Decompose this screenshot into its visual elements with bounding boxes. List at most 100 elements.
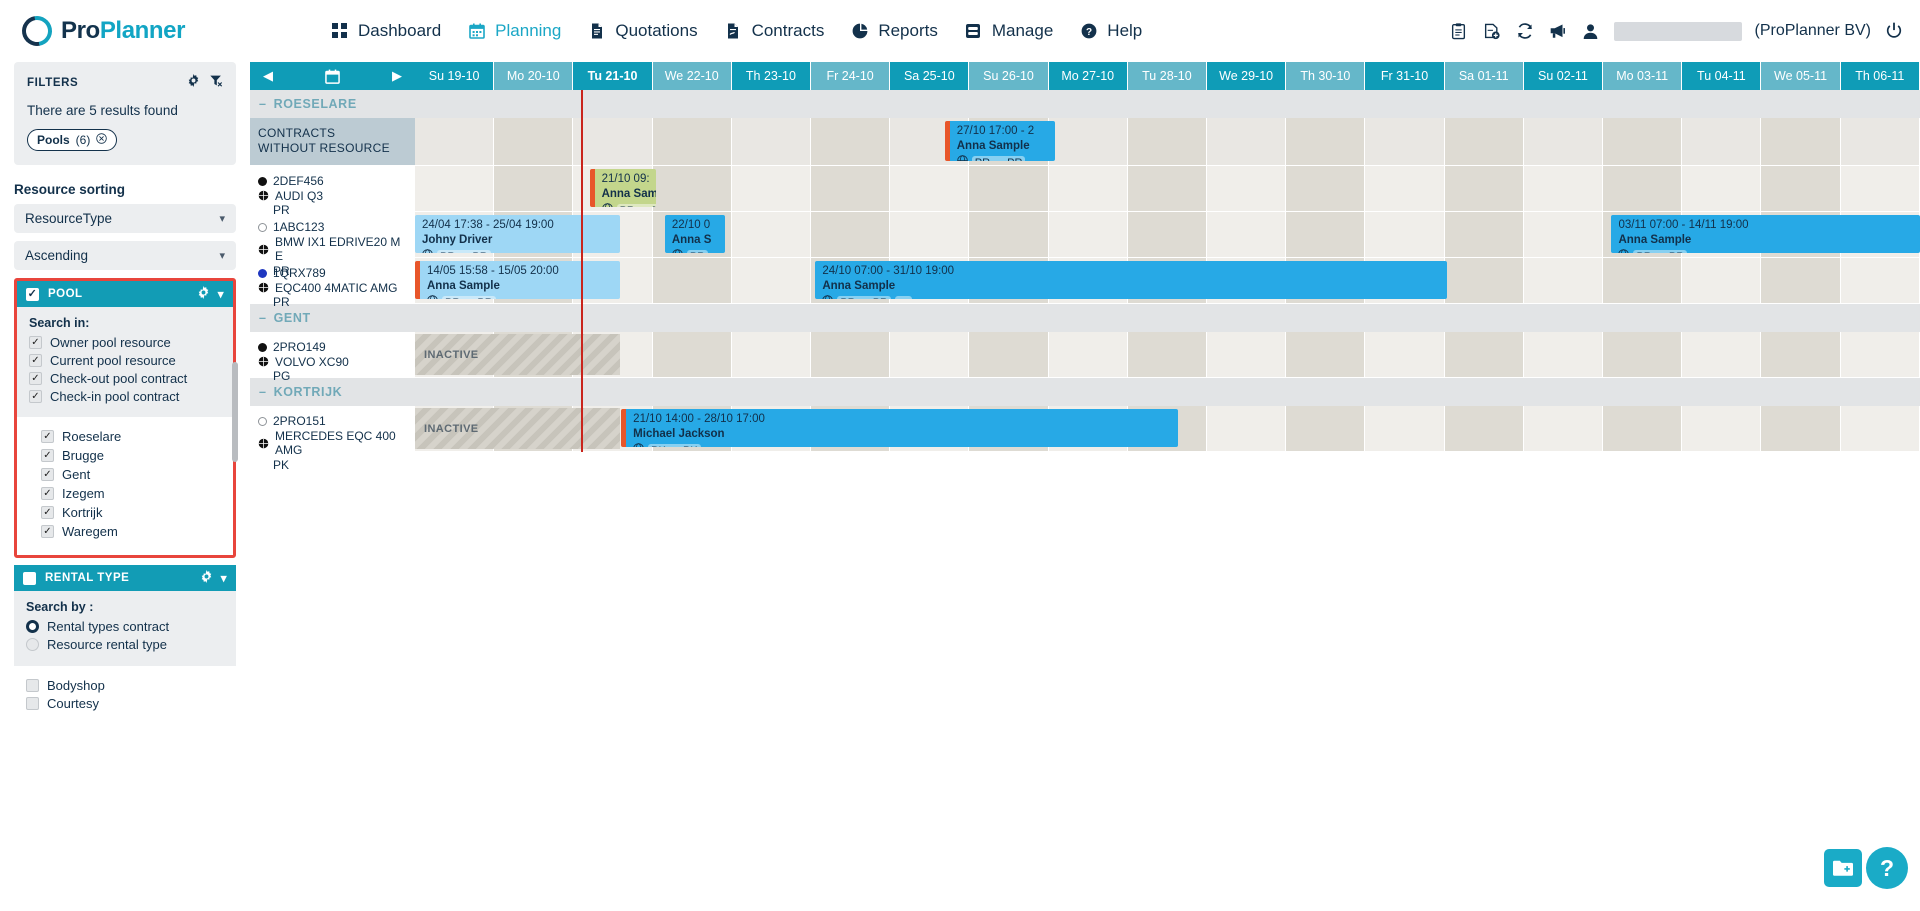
day-cell[interactable] — [1444, 118, 1524, 165]
day-cell[interactable] — [1523, 118, 1604, 165]
pool-search-option-checkin[interactable]: ✓ Check-in pool contract — [29, 389, 221, 404]
sort-direction-select[interactable]: Ascending ▾ — [14, 241, 236, 270]
checkbox-icon[interactable]: ✓ — [41, 525, 54, 538]
day-cell[interactable] — [969, 332, 1049, 377]
collapse-icon[interactable]: – — [259, 385, 267, 399]
rental-type-enabled-checkbox[interactable] — [23, 571, 36, 585]
day-cell[interactable] — [573, 118, 653, 165]
pool-item-roeselare[interactable]: ✓ Roeselare — [41, 429, 221, 444]
timeline-day-tu-04-11[interactable]: Tu 04-11 — [1682, 62, 1762, 90]
day-cell[interactable] — [1603, 258, 1683, 303]
day-cell[interactable] — [1127, 332, 1208, 377]
active-filter-chip-pools[interactable]: Pools (6) — [27, 129, 118, 151]
day-cell[interactable] — [1682, 258, 1762, 303]
timeline-day-th-06-11[interactable]: Th 06-11 — [1840, 62, 1920, 90]
day-cell[interactable] — [1682, 166, 1762, 211]
day-cell[interactable] — [1127, 118, 1208, 165]
pool-enabled-checkbox[interactable]: ✓ — [26, 287, 39, 301]
day-cell[interactable] — [494, 166, 574, 211]
day-cell[interactable] — [652, 118, 732, 165]
day-cell[interactable] — [1840, 406, 1920, 451]
checkbox-icon[interactable]: ✓ — [29, 336, 42, 349]
day-cell[interactable] — [1523, 258, 1604, 303]
day-cell[interactable] — [1523, 212, 1604, 257]
pool-item-waregem[interactable]: ✓ Waregem — [41, 524, 221, 539]
checkbox-icon[interactable]: ✓ — [29, 390, 42, 403]
timeline-day-su-19-10[interactable]: Su 19-10 — [415, 62, 495, 90]
checkbox-icon[interactable]: ✓ — [41, 449, 54, 462]
timeline-day-mo-27-10[interactable]: Mo 27-10 — [1048, 62, 1128, 90]
day-cell[interactable] — [811, 118, 891, 165]
sidebar-scrollbar-thumb[interactable] — [232, 362, 238, 462]
day-cell[interactable] — [1523, 332, 1604, 377]
day-cell[interactable] — [1286, 166, 1366, 211]
rental-type-item-courtesy[interactable]: Courtesy — [26, 696, 224, 711]
timeline-day-sa-01-11[interactable]: Sa 01-11 — [1444, 62, 1524, 90]
nav-item-dashboard[interactable]: Dashboard — [330, 21, 441, 41]
timeline-day-sa-25-10[interactable]: Sa 25-10 — [890, 62, 970, 90]
power-icon[interactable] — [1884, 21, 1904, 41]
rental-type-item-bodyshop[interactable]: Bodyshop — [26, 678, 224, 693]
day-cell[interactable] — [1127, 212, 1208, 257]
sort-field-select[interactable]: ResourceType ▾ — [14, 204, 236, 233]
day-cell[interactable] — [1682, 332, 1762, 377]
checkbox-icon[interactable]: ✓ — [41, 430, 54, 443]
day-cell[interactable] — [1761, 406, 1841, 451]
day-cell[interactable] — [811, 212, 891, 257]
day-cell[interactable] — [1207, 118, 1287, 165]
checkbox-icon[interactable]: ✓ — [29, 372, 42, 385]
day-cell[interactable] — [890, 166, 970, 211]
pool-search-option-checkout[interactable]: ✓ Check-out pool contract — [29, 371, 221, 386]
day-cell[interactable] — [1207, 212, 1287, 257]
day-cell[interactable] — [1365, 118, 1445, 165]
day-cell[interactable] — [1840, 332, 1920, 377]
gear-icon[interactable] — [197, 286, 210, 302]
day-cell[interactable] — [811, 332, 891, 377]
prev-period-button[interactable]: ◀ — [263, 68, 273, 83]
timeline-day-we-05-11[interactable]: We 05-11 — [1761, 62, 1841, 90]
day-cell[interactable] — [415, 166, 495, 211]
day-cell[interactable] — [1840, 118, 1920, 165]
pool-item-izegem[interactable]: ✓ Izegem — [41, 486, 221, 501]
group-header-gent[interactable]: –GENT — [250, 304, 1920, 332]
checkbox-icon[interactable]: ✓ — [41, 487, 54, 500]
pool-accordion-header[interactable]: ✓ POOL ▾ — [17, 281, 233, 307]
day-cell[interactable] — [1761, 258, 1841, 303]
day-cell[interactable] — [1444, 212, 1524, 257]
day-cell[interactable] — [1761, 332, 1841, 377]
day-cell[interactable] — [1048, 166, 1128, 211]
timeline-day-mo-20-10[interactable]: Mo 20-10 — [494, 62, 574, 90]
timeline-day-fr-31-10[interactable]: Fr 31-10 — [1365, 62, 1445, 90]
timeline-day-we-29-10[interactable]: We 29-10 — [1207, 62, 1287, 90]
day-cell[interactable] — [494, 118, 574, 165]
sidebar-scrollbar[interactable] — [232, 362, 238, 627]
booking-event[interactable]: 21/10 09:Anna SamPR → PR — [589, 169, 656, 207]
day-cell[interactable] — [1207, 166, 1287, 211]
day-cell[interactable] — [1523, 166, 1604, 211]
add-document-icon[interactable] — [1482, 21, 1502, 41]
day-cell[interactable] — [1444, 332, 1524, 377]
timeline-day-tu-28-10[interactable]: Tu 28-10 — [1127, 62, 1208, 90]
app-logo[interactable]: ProPlanner — [0, 10, 330, 52]
chevron-down-icon[interactable]: ▾ — [217, 289, 224, 301]
timeline-day-th-23-10[interactable]: Th 23-10 — [731, 62, 812, 90]
rental-type-radio-contract[interactable]: Rental types contract — [26, 619, 224, 634]
next-period-button[interactable]: ▶ — [392, 68, 402, 83]
day-cell[interactable] — [1444, 166, 1524, 211]
timeline-day-tu-21-10[interactable]: Tu 21-10 — [573, 62, 653, 90]
day-cell[interactable] — [811, 166, 891, 211]
checkbox-icon[interactable]: ✓ — [41, 506, 54, 519]
refresh-icon[interactable] — [1515, 21, 1535, 41]
day-cell[interactable] — [1286, 406, 1366, 451]
day-cell[interactable] — [890, 332, 970, 377]
checkbox-icon[interactable] — [26, 679, 39, 692]
pool-search-option-owner[interactable]: ✓ Owner pool resource — [29, 335, 221, 350]
day-cell[interactable] — [1682, 118, 1762, 165]
day-cell[interactable] — [1365, 332, 1445, 377]
